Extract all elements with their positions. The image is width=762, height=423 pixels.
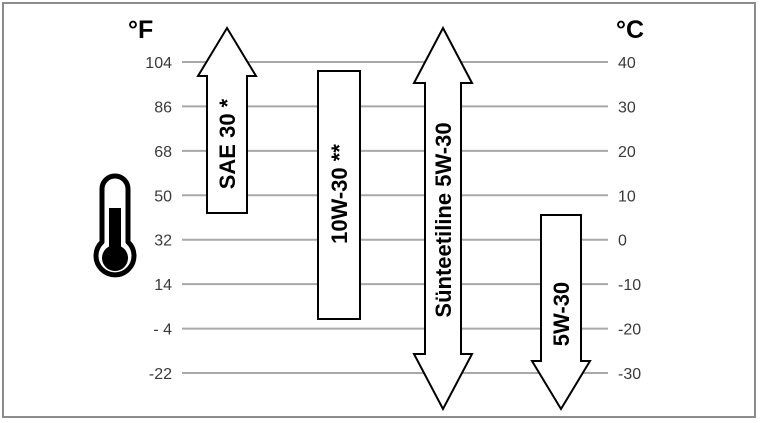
celsius-tick: -20 [618,322,641,339]
band-synthetic-5w30-label: Sünteetiline 5W-30 [431,122,456,317]
fahrenheit-unit-label: °F [128,16,153,44]
oil-temperature-chart: °F °C 104 86 68 50 32 14 - 4 -22 40 30 20 10 0 -10 -2… [93,16,644,412]
celsius-unit-label: °C [616,16,644,44]
band-5w30-label: 5W-30 [549,282,574,346]
celsius-tick: -10 [618,277,641,294]
band-10w30-shape [317,70,361,320]
band-10w30-label: 10W-30 ** [327,144,352,244]
thermometer-icon [93,173,137,278]
band-synthetic-5w30-shape [412,25,474,412]
fahrenheit-tick: 32 [154,233,172,250]
band-sae30-shape [196,26,258,214]
celsius-tick: 30 [618,99,636,116]
band-5w30-shape [530,214,592,411]
celsius-tick: 20 [618,144,636,161]
fahrenheit-tick: 86 [154,99,172,116]
fahrenheit-tick: -22 [149,366,172,383]
celsius-tick-labels: 40 30 20 10 0 -10 -20 -30 [618,55,641,383]
fahrenheit-tick: 104 [145,55,172,72]
celsius-tick: 10 [618,188,636,205]
gridlines [182,61,608,374]
fahrenheit-tick: 68 [154,144,172,161]
fahrenheit-tick: 14 [154,277,172,294]
celsius-tick: 0 [618,233,627,250]
fahrenheit-tick: 50 [154,188,172,205]
band-sae30-label: SAE 30 * [215,98,240,189]
fahrenheit-tick: - 4 [153,322,172,339]
fahrenheit-tick-labels: 104 86 68 50 32 14 - 4 -22 [145,55,172,383]
celsius-tick: -30 [618,366,641,383]
viscosity-bands: SAE 30 * 10W-30 ** Sünteetiline 5W-30 5W-30 [196,25,592,412]
celsius-tick: 40 [618,55,636,72]
diagram-frame: °F °C 104 86 68 50 32 14 - 4 -22 40 30 20 10 0 -10 -2… [2,2,756,418]
